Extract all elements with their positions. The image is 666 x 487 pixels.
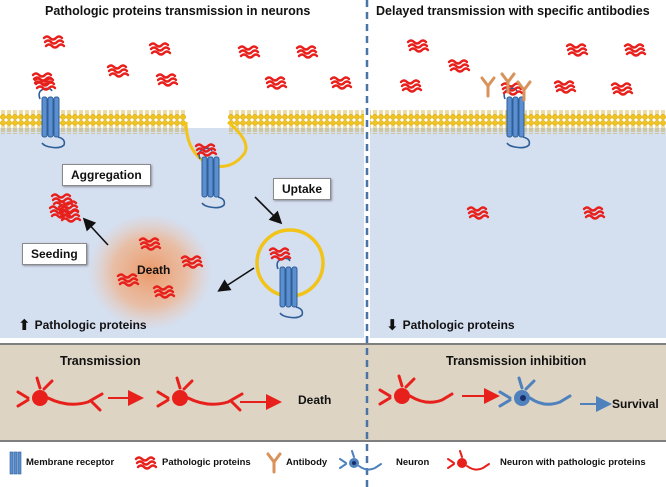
inhibition-title: Transmission inhibition xyxy=(446,354,587,368)
legend-diseased-neuron-label: Neuron with pathologic proteins xyxy=(500,457,646,468)
membrane-left-a xyxy=(0,110,186,134)
legend-protein-icon xyxy=(134,456,158,470)
transmission-title: Transmission xyxy=(60,354,141,368)
legend-diseased-neuron-icon xyxy=(447,450,490,471)
right-level-text: Pathologic proteins xyxy=(402,318,515,332)
endocytic-pit xyxy=(184,120,248,168)
left-level-text: Pathologic proteins xyxy=(34,318,147,332)
bottom-panel xyxy=(0,345,666,440)
neuron-blue xyxy=(498,376,572,408)
neuron-red-2 xyxy=(156,376,244,412)
seeding-label: Seeding xyxy=(22,243,87,265)
transmission-outcome: Death xyxy=(298,393,332,407)
legend-neuron-label: Neuron xyxy=(396,457,430,468)
legend-protein-label: Pathologic proteins xyxy=(162,457,251,468)
pathologic-proteins-extracellular-left xyxy=(31,35,353,90)
aggregation-label: Aggregation xyxy=(62,164,151,186)
legend-antibody-label: Antibody xyxy=(286,457,328,468)
cytoplasm-right xyxy=(370,128,666,338)
right-panel-title: Delayed transmission with specific antib… xyxy=(376,4,650,18)
uptake-label: Uptake xyxy=(273,178,332,200)
right-level-indicator: ⬇Pathologic proteins xyxy=(386,316,515,334)
arrow-up-icon: ⬆ xyxy=(18,317,31,334)
legend-receptor-icon xyxy=(9,451,22,475)
neuron-red-1 xyxy=(16,376,104,412)
membrane-left-b xyxy=(228,110,364,134)
left-level-indicator: ⬆Pathologic proteins xyxy=(18,316,147,334)
legend-neuron-icon xyxy=(339,450,382,471)
arrow-down-icon: ⬇ xyxy=(386,317,399,334)
inhibition-outcome: Survival xyxy=(612,397,659,411)
legend-receptor-label: Membrane receptor xyxy=(26,457,115,468)
death-label: Death xyxy=(137,263,171,277)
legend-antibody-icon xyxy=(266,452,282,474)
death-glow xyxy=(88,214,212,330)
neuron-red-3 xyxy=(378,374,454,406)
left-panel-title: Pathologic proteins transmission in neur… xyxy=(45,4,311,18)
